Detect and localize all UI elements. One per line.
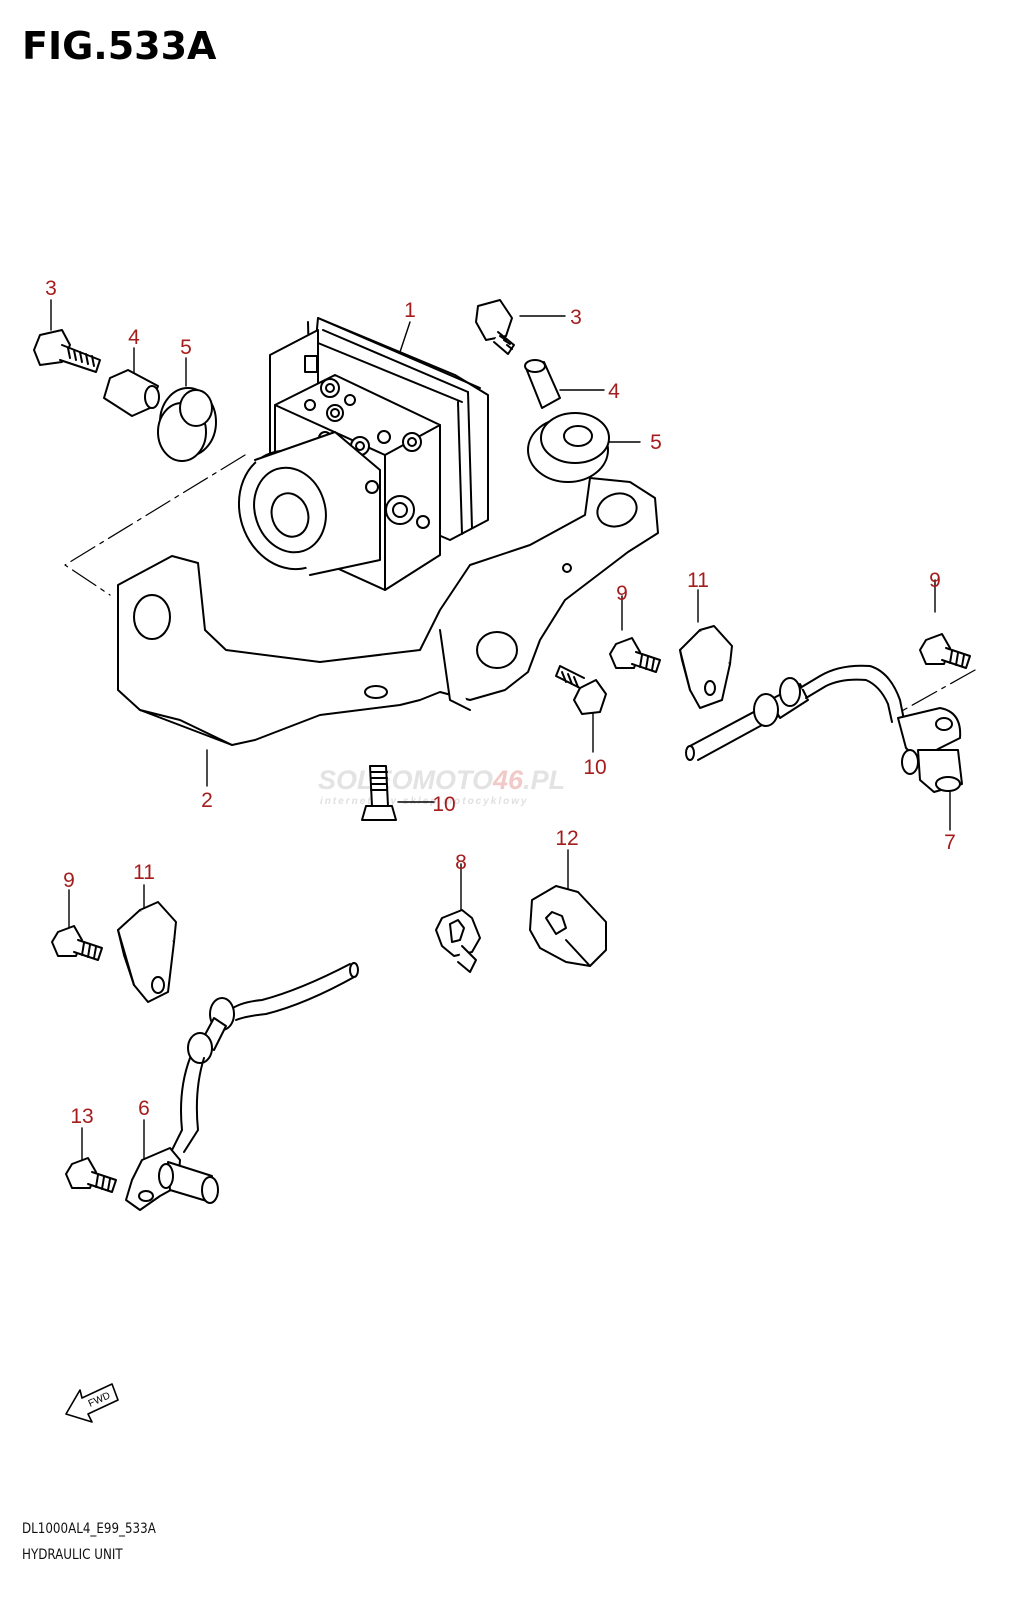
bracket — [117, 477, 659, 746]
hydraulic-unit — [237, 317, 489, 591]
speed-sensor-6 — [125, 962, 359, 1211]
callout-6: 6 — [138, 1097, 150, 1120]
callout-7: 7 — [944, 831, 956, 854]
callout-12: 12 — [555, 827, 579, 850]
watermark: SOLEOMOTO46.PL — [318, 765, 566, 795]
grommet-5-right — [527, 412, 610, 483]
callout-5-left: 5 — [180, 336, 192, 359]
figure-code: DL1000AL4_E99_533A — [22, 1521, 156, 1537]
callout-9-left: 9 — [63, 869, 75, 892]
clip-8 — [435, 909, 481, 973]
bolt-9-right — [919, 633, 971, 669]
collar-4-right — [524, 359, 561, 409]
callout-11-left: 11 — [133, 861, 155, 884]
callout-3-left: 3 — [45, 277, 57, 300]
callout-11-right: 11 — [687, 569, 709, 592]
callout-3-right: 3 — [570, 306, 582, 329]
bolt-9-center — [609, 637, 661, 673]
callout-1: 1 — [404, 299, 416, 322]
bolt-9-left — [51, 925, 103, 961]
callout-4-left: 4 — [128, 326, 140, 349]
speed-sensor-7 — [685, 664, 963, 793]
clamp-11-right — [679, 625, 733, 709]
callout-4-right: 4 — [608, 380, 620, 403]
callout-9-right: 9 — [929, 569, 941, 592]
figure-name: HYDRAULIC UNIT — [22, 1547, 123, 1563]
callout-2: 2 — [201, 789, 213, 812]
bolt-13 — [65, 1157, 117, 1193]
leader-lines — [50, 299, 951, 1161]
callout-5-right: 5 — [650, 431, 662, 454]
alignment-lines — [64, 454, 976, 713]
bolt-10-bottom — [361, 765, 397, 821]
figure-title: FIG.533A — [22, 24, 217, 68]
callout-10-bottom: 10 — [432, 793, 456, 816]
fwd-arrow-icon — [65, 1383, 119, 1423]
callout-8: 8 — [455, 851, 467, 874]
flange-bolt-3-left — [33, 329, 101, 373]
grommet-5-left — [157, 387, 217, 462]
collar-4-left — [103, 369, 160, 417]
bolt-10-center — [555, 665, 607, 715]
clamp-11-left — [117, 901, 177, 1003]
clamp-12 — [529, 885, 607, 967]
flange-bolt-3-right — [475, 299, 515, 355]
callout-10-center: 10 — [583, 756, 607, 779]
callout-9-center: 9 — [616, 582, 628, 605]
callout-13: 13 — [70, 1105, 94, 1128]
